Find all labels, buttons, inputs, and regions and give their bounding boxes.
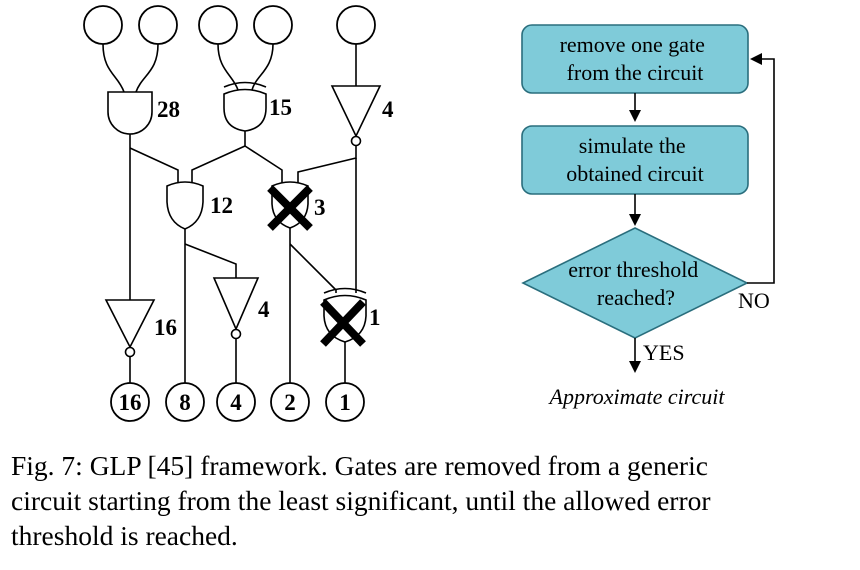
output-label: 8 (179, 390, 191, 415)
gate-label-4-mid: 4 (258, 297, 270, 322)
input-node (253, 5, 293, 45)
no-loop-arrow (747, 58, 775, 284)
gate-label-4-top: 4 (382, 97, 394, 122)
input-nodes (83, 5, 376, 45)
decision-line1: error threshold (568, 257, 698, 282)
no-label: NO (738, 288, 770, 313)
input-node (138, 5, 178, 45)
circuit-wires (102, 43, 357, 383)
step-remove-gate-line2: from the circuit (567, 60, 704, 85)
flowchart: remove one gate from the circuit simulat… (521, 24, 775, 409)
decision-diamond (521, 227, 749, 339)
decision-line2: reached? (597, 285, 675, 310)
not-gate-middle (212, 277, 260, 340)
input-node (198, 5, 238, 45)
input-node (83, 5, 123, 45)
input-node (336, 5, 376, 45)
removed-gate-1 (320, 287, 367, 347)
or-gate (166, 181, 204, 230)
and-gate (107, 91, 153, 135)
gate-label-15: 15 (269, 95, 292, 120)
figure-caption: Fig. 7: GLP [45] framework. Gates are re… (11, 448, 856, 553)
gate-label-16: 16 (154, 315, 177, 340)
not-gate-left (104, 299, 156, 358)
output-nodes: 16 8 4 2 1 (110, 382, 365, 422)
caption-line: threshold is reached. (11, 520, 238, 551)
step-simulate-line1: simulate the (579, 133, 686, 158)
svg-text:remove one gate from the: remove one gate from the circuit (560, 32, 711, 85)
step-simulate-line2: obtained circuit (566, 161, 703, 186)
gate-label-1: 1 (369, 305, 381, 330)
output-label: 16 (119, 390, 142, 415)
output-label: 1 (339, 390, 351, 415)
arrow-head (629, 361, 641, 373)
caption-line: Fig. 7: GLP [45] framework. Gates are re… (11, 450, 708, 481)
svg-text:simulate the obtained ci: simulate the obtained circuit (566, 133, 703, 186)
gate-label-3: 3 (314, 195, 326, 220)
removed-gate-3 (267, 181, 313, 231)
approximate-circuit-label: Approximate circuit (548, 384, 726, 409)
svg-text:error threshold reached?: error threshold reached? (568, 257, 704, 310)
arrow-head (629, 214, 641, 226)
gate-label-28: 28 (157, 97, 180, 122)
not-gate-top (330, 85, 382, 147)
step-remove-gate-line1: remove one gate (560, 32, 705, 57)
xor-gate (223, 81, 267, 132)
circuit-diagram: 28 15 4 12 3 16 (83, 5, 394, 422)
arrow-head (629, 110, 641, 122)
glp-framework-diagram: 28 15 4 12 3 16 (83, 5, 775, 422)
output-label: 4 (230, 390, 242, 415)
yes-label: YES (643, 340, 685, 365)
arrow-head (750, 53, 762, 65)
caption-line: circuit starting from the least signific… (11, 485, 711, 516)
gate-label-12: 12 (210, 193, 233, 218)
output-label: 2 (284, 390, 296, 415)
